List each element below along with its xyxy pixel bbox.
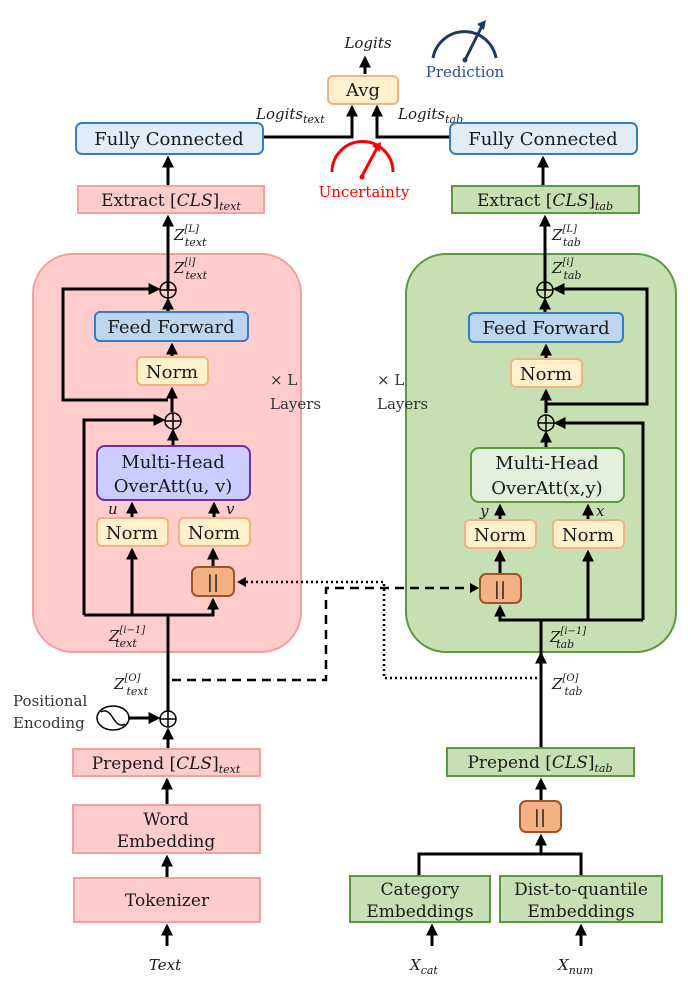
tab-concat-label: || [494,579,506,600]
tab-norm-y-label: Norm [474,525,526,546]
tab-prepend-cls-box [446,747,635,777]
numerical-input-label: Xnum [557,956,593,977]
z-tab-im1-label: Z[i−1]tab [549,626,586,651]
text-multi-head-attention-box [96,445,251,501]
z-tab-i-label: Z[i]tab [551,257,581,282]
prediction-label: Prediction [426,63,505,81]
tab-mha-label-line2: OverAtt(x,y) [491,478,602,499]
text-layers-count-line1: × L [270,371,297,389]
tab-layers-count-line1: × L [377,371,404,389]
logits-tab-label: Logitstab [397,105,463,126]
tab-fully-connected-box [449,122,638,155]
text-norm-box [136,356,209,386]
text-layers-count-line2: Layers [270,395,321,413]
logits-label: Logits [343,34,391,52]
tab-mha-label-line1: Multi-Head [495,453,598,474]
tab-prepend-cls-label: Prepend [CLS]tab [467,753,612,775]
avg-label: Avg [345,80,380,101]
tab-norm-x-box [552,519,625,549]
text-prepend-cls-box [72,748,261,777]
tab-norm-box [510,358,583,388]
quantile-embeddings-label-line2: Embeddings [527,902,634,922]
positional-add-icon [159,710,177,728]
category-embeddings-box [349,875,491,923]
tab-input-concat-label: || [534,807,546,828]
text-feed-forward-box [94,311,249,342]
input-x-label: x [596,502,605,520]
tokenizer-label: Tokenizer [125,891,210,911]
z-text-im1-label: Z[i−1]text [108,625,145,650]
text-residual-add-mid-icon [164,412,182,430]
text-fully-connected-label: Fully Connected [94,129,243,150]
input-v-label: v [226,500,235,518]
categorical-input-label: Xcat [409,956,438,977]
tab-layers-count-line2: Layers [377,395,428,413]
text-mha-label-line1: Multi-Head [121,452,224,473]
text-norm-label: Norm [146,362,198,383]
tab-to-text-dotted-connection [244,580,537,680]
text-residual-add-top-icon [159,281,177,299]
tab-feed-forward-box [468,312,624,343]
text-mha-label-line2: OverAtt(u, v) [114,476,233,497]
text-extract-cls-box [77,185,265,214]
tab-norm-y-box [464,519,537,549]
tab-multi-head-attention-box [470,447,625,503]
prediction-gauge-icon [431,20,498,63]
input-y-label: y [479,502,489,520]
word-embedding-box [72,804,261,854]
tab-residual-add-mid-icon [537,414,555,432]
z-text-L-label: Z[L]text [173,224,207,249]
avg-box [327,75,399,105]
tab-fully-connected-label: Fully Connected [468,129,617,150]
text-concat-label: || [207,572,219,593]
tab-feed-forward-label: Feed Forward [482,318,609,339]
text-norm-u-label: Norm [106,523,158,544]
tab-input-concat-box [519,800,562,833]
input-u-label: u [108,500,118,518]
text-norm-v-label: Norm [188,523,240,544]
z-text-0-label: Z[O]text [113,673,149,698]
z-tab-L-label: Z[L]tab [551,224,581,249]
positional-encoding-label-line1: Positional [13,692,87,710]
tokenizer-box [73,877,261,923]
sine-wave-icon [96,705,130,731]
text-to-tab-dashed-connection [172,586,472,682]
text-extract-cls-label: Extract [CLS]text [101,191,241,213]
text-norm-v-box [178,517,251,547]
word-embedding-label-line1: Word [143,810,189,830]
z-tab-0-label: Z[O]tab [551,673,582,698]
tab-extract-cls-label: Extract [CLS]tab [477,191,613,213]
quantile-embeddings-label-line1: Dist-to-quantile [514,880,648,900]
category-embeddings-label-line1: Category [381,880,460,900]
uncertainty-gauge-icon [330,140,395,180]
text-feed-forward-label: Feed Forward [107,317,234,338]
quantile-embeddings-box [499,875,663,923]
z-text-i-label: Z[i]text [173,257,208,282]
category-embeddings-label-line2: Embeddings [366,902,473,922]
tab-extract-cls-box [451,185,640,214]
tab-norm-label: Norm [520,364,572,385]
positional-encoding-label-line2: Encoding [13,714,85,732]
text-norm-u-box [96,517,169,547]
uncertainty-label: Uncertainty [319,183,410,201]
tab-concat-box [479,573,522,604]
text-concat-box [191,566,235,597]
text-input-label: Text [149,956,182,974]
word-embedding-label-line2: Embedding [117,832,216,852]
tab-residual-add-top-icon [536,281,554,299]
text-fully-connected-box [75,122,264,155]
logits-text-label: Logitstext [255,105,325,126]
tab-norm-x-label: Norm [562,525,614,546]
text-prepend-cls-label: Prepend [CLS]text [92,754,241,776]
